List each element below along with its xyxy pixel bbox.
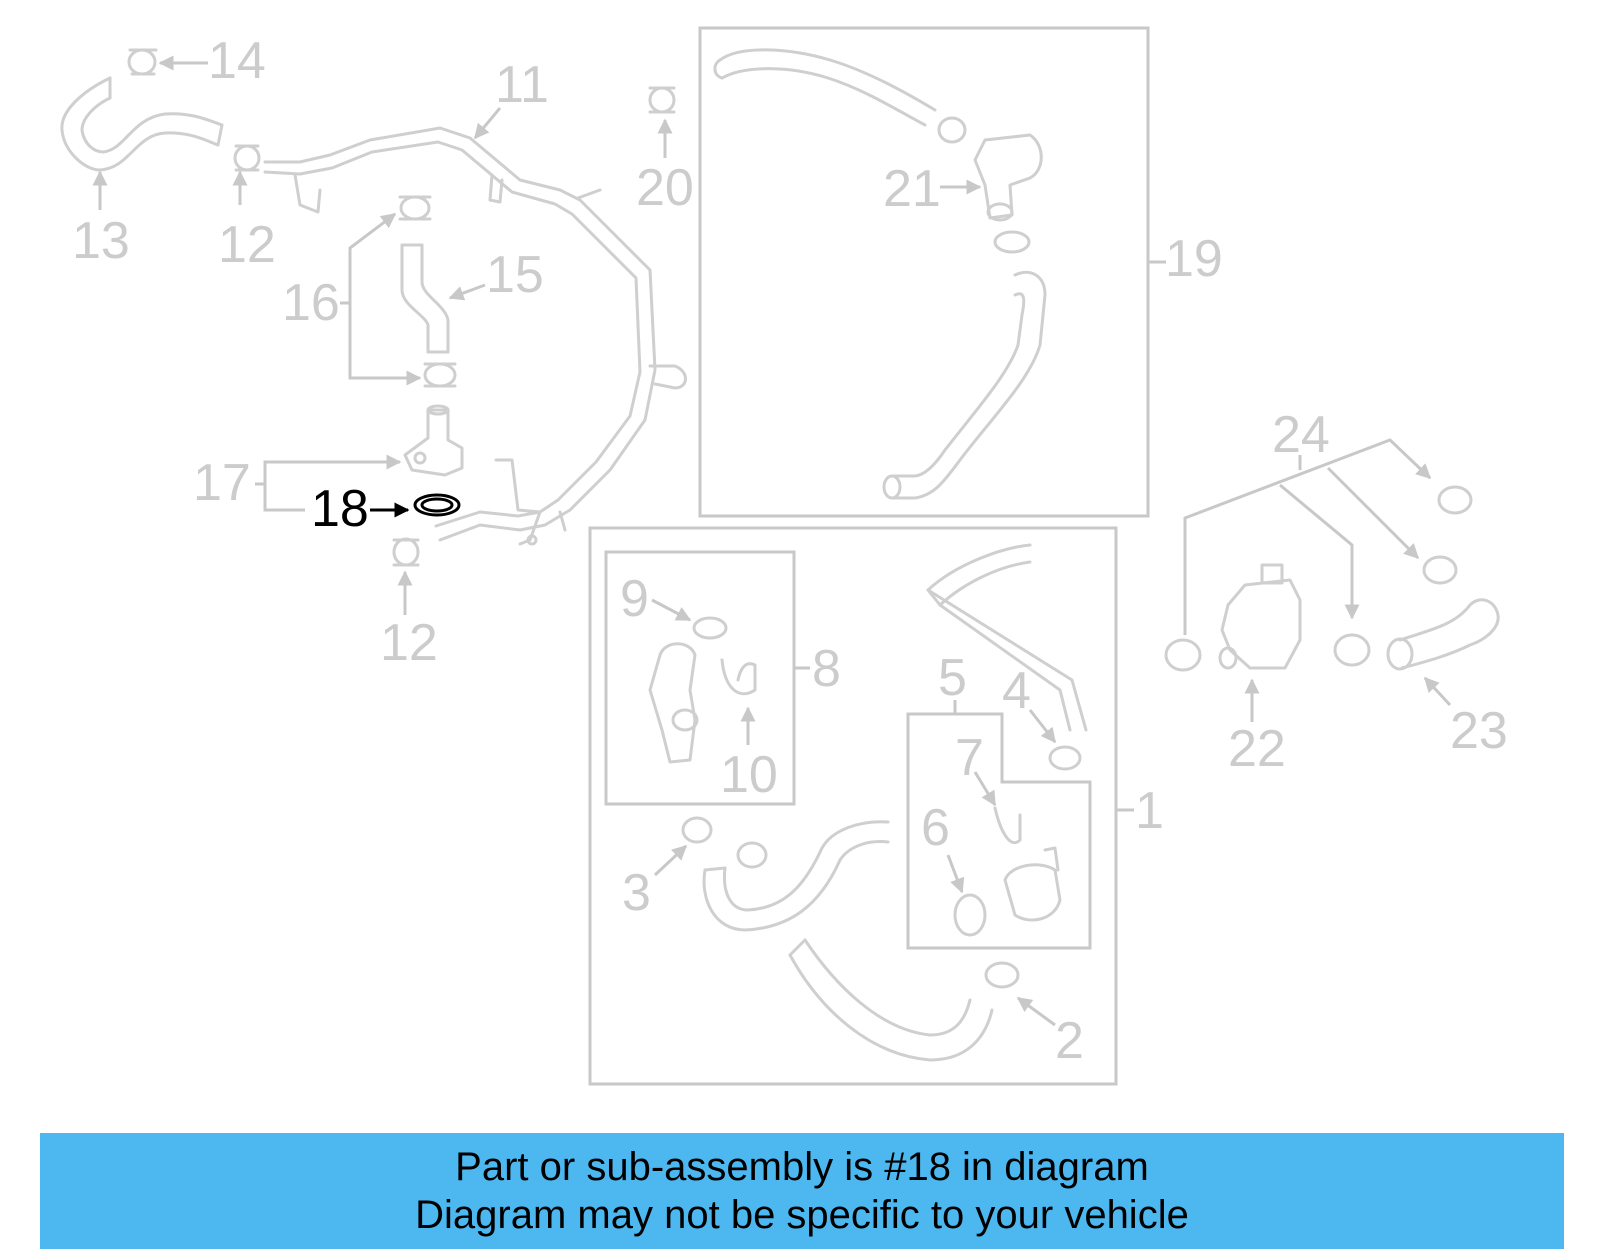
clamp-4	[1048, 745, 1082, 771]
callout-24: 24	[1272, 406, 1330, 464]
leaders-24	[1183, 438, 1432, 635]
clip-7	[993, 806, 1022, 844]
hose-3	[702, 820, 890, 932]
callout-3: 3	[622, 864, 651, 922]
clamp-20	[648, 86, 676, 114]
callout-11: 11	[495, 56, 549, 114]
box-8	[604, 550, 796, 806]
callout-18: 18	[311, 480, 369, 538]
leaders-left	[92, 55, 673, 615]
valve-21	[973, 133, 1043, 222]
clamp-19-a	[937, 116, 967, 144]
leader-9	[651, 598, 692, 622]
fitting-8	[648, 642, 699, 764]
callout-labels: 14 11 13 12 15 16 17 18 12 20 21 19 9 8 …	[72, 32, 1508, 1070]
callout-12-bottom: 12	[380, 614, 438, 672]
leader-2	[1016, 996, 1056, 1027]
leader-7	[973, 771, 997, 807]
callout-21: 21	[883, 160, 941, 218]
clamp-24-b	[1422, 555, 1458, 585]
clamp-12-top	[233, 144, 261, 172]
callout-9: 9	[620, 570, 649, 628]
hose-19-upper	[713, 48, 937, 127]
seal-18	[413, 493, 461, 517]
valve-22	[1218, 563, 1302, 670]
hose-13	[60, 76, 224, 172]
callout-14: 14	[208, 32, 266, 90]
leader-3	[653, 844, 688, 877]
box-5	[906, 712, 1092, 950]
callout-1: 1	[1135, 782, 1164, 840]
clamp-3b	[736, 841, 768, 869]
pipe-11	[263, 126, 687, 546]
box-19	[698, 26, 1150, 518]
clamp-24-a	[1437, 485, 1473, 515]
callout-6: 6	[921, 799, 950, 857]
clamp-16-top	[398, 195, 432, 221]
callout-17: 17	[193, 454, 251, 512]
callout-15: 15	[486, 246, 544, 304]
callout-23: 23	[1450, 702, 1508, 760]
clip-10	[720, 658, 757, 696]
callout-20: 20	[636, 159, 694, 217]
pipe-1	[926, 543, 1088, 732]
clamp-14	[127, 48, 158, 76]
callout-16: 16	[282, 274, 340, 332]
seal-9	[692, 616, 728, 640]
callout-2: 2	[1055, 1012, 1084, 1070]
valve-5	[1003, 846, 1062, 922]
callout-7: 7	[955, 729, 984, 787]
callout-4: 4	[1002, 662, 1031, 720]
leader-4	[1028, 709, 1057, 744]
clamp-19-b	[993, 230, 1031, 254]
clamp-24-c	[1164, 638, 1202, 672]
clamp-16-bottom	[423, 362, 457, 388]
banner-line-disclaimer: Diagram may not be specific to your vehi…	[415, 1193, 1189, 1237]
callout-8: 8	[812, 640, 841, 698]
banner-line-part: Part or sub-assembly is #18 in diagram	[455, 1145, 1149, 1189]
leader-6	[946, 854, 965, 894]
seal-6	[953, 893, 987, 937]
hose-2	[788, 938, 994, 1062]
hose-15	[400, 243, 450, 354]
callout-5: 5	[938, 649, 967, 707]
clamp-3	[681, 816, 713, 844]
box-1	[588, 526, 1118, 1086]
callout-12-top: 12	[218, 216, 276, 274]
housing-17	[403, 404, 464, 477]
hose-19-lower	[882, 270, 1047, 500]
clamp-12-bottom	[392, 537, 420, 567]
info-banner: Part or sub-assembly is #18 in diagram D…	[40, 1133, 1564, 1249]
clamp-24-d	[1333, 633, 1371, 667]
callout-19: 19	[1165, 230, 1223, 288]
callout-13: 13	[72, 212, 130, 270]
leader-23	[1423, 676, 1452, 707]
hose-23	[1386, 598, 1500, 671]
callout-10: 10	[720, 746, 778, 804]
clamp-2	[984, 961, 1020, 989]
callout-22: 22	[1228, 720, 1286, 778]
